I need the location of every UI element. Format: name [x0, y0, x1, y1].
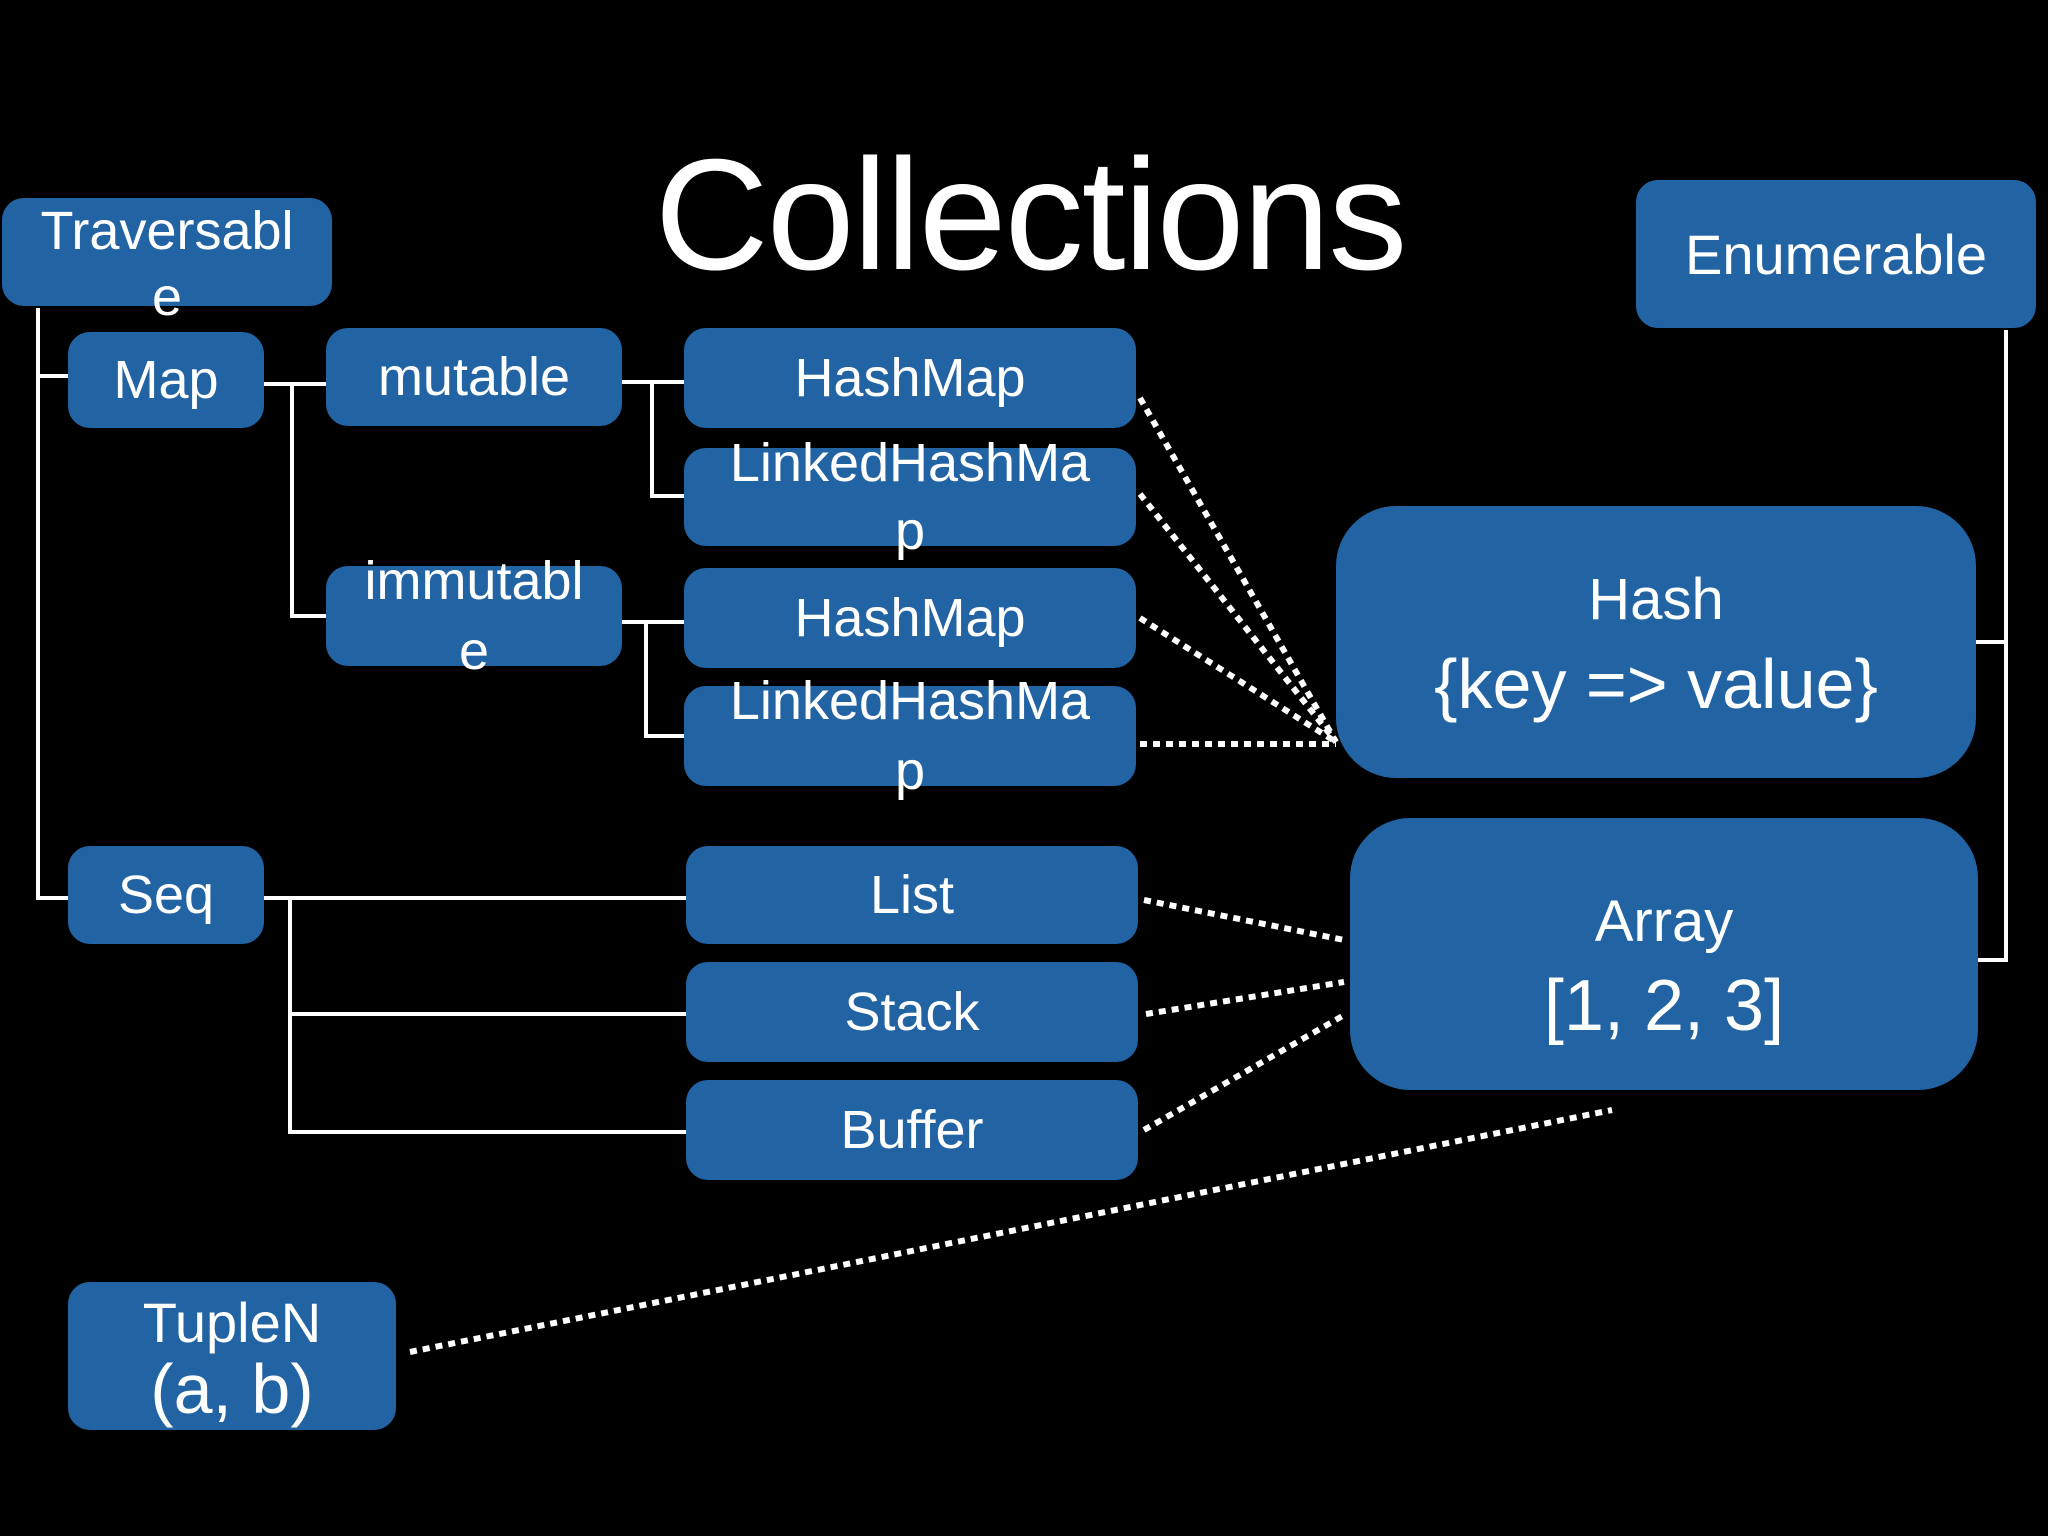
- node-immutable-hashmap-label: HashMap: [794, 588, 1026, 648]
- node-immutable-hashmap: HashMap: [684, 568, 1136, 668]
- node-immutable-line-1: immutabl: [364, 551, 584, 611]
- dotted-link-mutable-linkedhashmap-hash: [1137, 492, 1339, 744]
- node-immutable-line-2: e: [458, 621, 490, 681]
- tree-line-map-immutable: [290, 384, 326, 618]
- tree-line-traversable: [36, 308, 68, 900]
- node-mutable-linkedhashmap-line-1: LinkedHashMa: [729, 433, 1091, 493]
- node-stack: Stack: [686, 962, 1138, 1062]
- node-tuple-line-1: TupleN: [142, 1291, 322, 1354]
- node-immutable-linkedhashmap-line-1: LinkedHashMa: [729, 671, 1091, 731]
- node-immutable: immutabl e: [326, 551, 622, 681]
- tree-line-seq-buffer: [288, 1014, 686, 1134]
- node-mutable-linkedhashmap-line-2: p: [894, 501, 926, 561]
- dotted-link-list-array: [1143, 897, 1345, 943]
- dotted-link-mutable-hashmap-hash: [1137, 396, 1339, 744]
- node-seq: Seq: [68, 846, 264, 944]
- tree-line-mutable-linkedhashmap: [650, 382, 684, 498]
- node-mutable: mutable: [326, 328, 622, 426]
- node-traversable-line-1: Traversabl: [40, 201, 294, 261]
- node-array-line-2: [1, 2, 3]: [1543, 966, 1785, 1046]
- slide-title: Collections: [654, 127, 1408, 303]
- dotted-link-tuple-array: [409, 1107, 1613, 1355]
- tree-line-enumerable: [1976, 330, 2008, 962]
- dotted-link-stack-array: [1145, 979, 1345, 1017]
- node-map-label: Map: [113, 350, 219, 410]
- node-tuple-line-2: (a, b): [150, 1350, 314, 1428]
- node-array: Array [1, 2, 3]: [1350, 818, 1978, 1090]
- node-mutable-label: mutable: [377, 347, 571, 407]
- node-enumerable-label: Enumerable: [1685, 222, 1987, 286]
- node-array-line-1: Array: [1594, 889, 1734, 954]
- dotted-link-buffer-array: [1142, 1011, 1348, 1133]
- dotted-link-immutable-hashmap-hash: [1138, 615, 1338, 745]
- node-traversable-line-2: e: [151, 267, 183, 327]
- node-tuple: TupleN (a, b): [68, 1282, 396, 1430]
- node-buffer-label: Buffer: [840, 1100, 984, 1160]
- node-mutable-hashmap-label: HashMap: [794, 348, 1026, 408]
- node-enumerable: Enumerable: [1636, 180, 2036, 328]
- tree-line-immutable-linkedhashmap: [644, 622, 684, 738]
- node-immutable-linkedhashmap-line-2: p: [894, 741, 926, 801]
- node-list-label: List: [869, 865, 955, 925]
- node-mutable-hashmap: HashMap: [684, 328, 1136, 428]
- node-buffer: Buffer: [686, 1080, 1138, 1180]
- node-hash-line-1: Hash: [1588, 567, 1724, 632]
- node-immutable-linkedhashmap: LinkedHashMa p: [684, 671, 1136, 801]
- node-list: List: [686, 846, 1138, 944]
- node-map: Map: [68, 332, 264, 428]
- node-stack-label: Stack: [844, 982, 980, 1042]
- node-traversable: Traversabl e: [2, 198, 332, 327]
- node-hash-line-2: {key => value}: [1434, 645, 1878, 723]
- node-hash: Hash {key => value}: [1336, 506, 1976, 778]
- node-mutable-linkedhashmap: LinkedHashMa p: [684, 433, 1136, 561]
- tree-line-seq-stack: [288, 898, 686, 1016]
- node-seq-label: Seq: [117, 865, 215, 925]
